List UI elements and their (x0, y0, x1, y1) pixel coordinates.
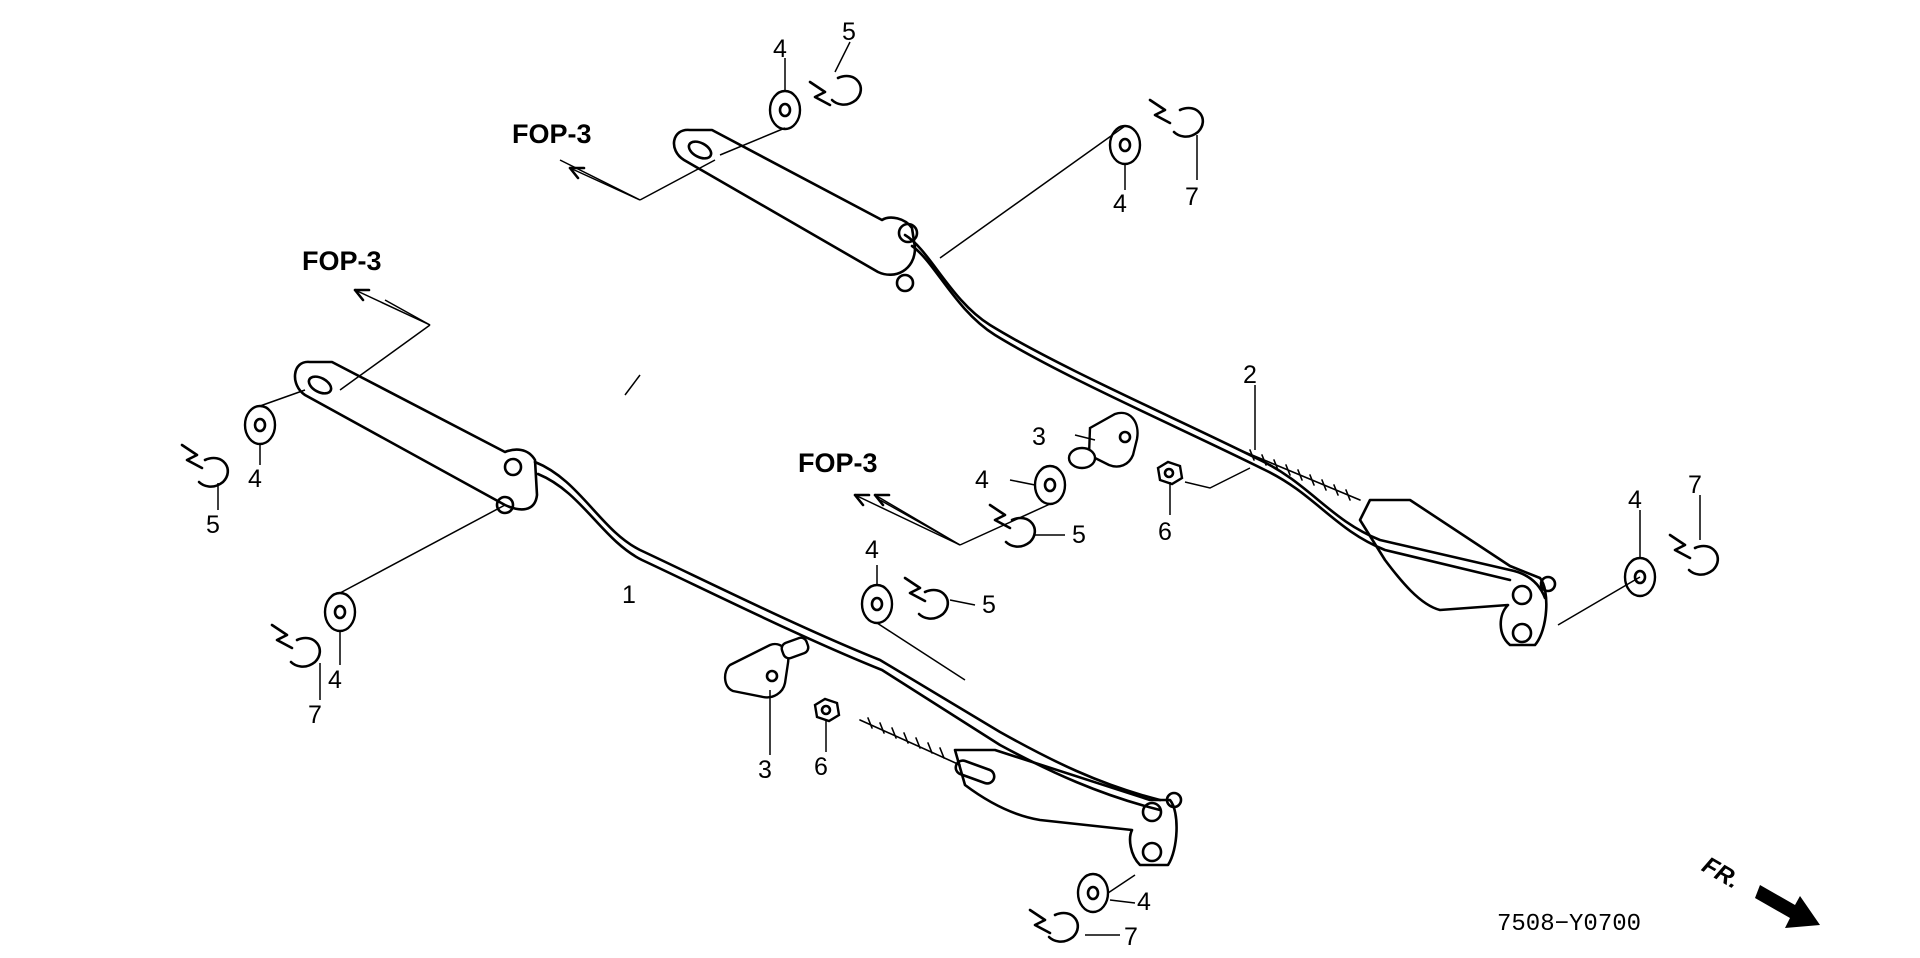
upper-end-hole-b (1511, 622, 1533, 644)
callout-4: 4 (1113, 190, 1127, 218)
washer-4h (1076, 872, 1110, 914)
clip-7d (1028, 908, 1080, 943)
callout-5: 5 (982, 591, 996, 619)
leader-lines (217, 41, 1701, 936)
callout-4: 4 (975, 466, 989, 494)
upper-arm-lower-hole (895, 273, 915, 293)
upper-rod (903, 233, 1547, 600)
callout-4: 4 (1628, 486, 1642, 514)
lower-arm-slot (307, 375, 333, 395)
fop-reference-label: FOP-3 (798, 448, 878, 478)
upper-arm-pivot-hole (897, 222, 919, 244)
upper-rod-inner (910, 244, 1512, 582)
clip-7c (1668, 533, 1720, 576)
callout-7: 7 (1185, 183, 1199, 211)
callout-5: 5 (842, 18, 856, 46)
upper-end-bracket (1358, 498, 1548, 647)
upper-arm-assembly (672, 128, 1557, 647)
lower-rod-inner (536, 472, 1162, 812)
callout-5: 5 (206, 511, 220, 539)
washer-4d (323, 591, 357, 633)
diagram-code: 7508−Y0700 (1497, 911, 1641, 938)
clip-5d (903, 576, 950, 620)
lower-arm-pivot-hole (503, 457, 523, 477)
upper-arm-slot (687, 140, 713, 160)
callout-3: 3 (1032, 423, 1046, 451)
callout-4: 4 (773, 35, 787, 63)
clip-7a (1148, 98, 1205, 138)
callout-5: 5 (1072, 521, 1086, 549)
callout-3: 3 (758, 756, 772, 784)
upper-end-pin (1539, 575, 1557, 593)
upper-end-hole-a (1511, 584, 1533, 606)
callout-7: 7 (1688, 471, 1702, 499)
upper-arm-plate (672, 128, 917, 277)
washer-4c (243, 404, 277, 446)
washer-4a (768, 89, 802, 131)
washer-4f (860, 583, 894, 625)
lower-rod (533, 460, 1162, 802)
lower-arm-pin (495, 495, 515, 515)
callout-1: 1 (622, 581, 636, 609)
lower-end-hole-b (1141, 841, 1163, 863)
callout-7: 7 (1124, 923, 1138, 951)
lower-end-bracket (953, 748, 1178, 867)
clip-5c (988, 503, 1037, 548)
washer-4b (1108, 124, 1142, 166)
callout-4: 4 (865, 536, 879, 564)
joint-3a (1067, 411, 1139, 470)
nut-6b (813, 697, 841, 723)
clip-5b (180, 443, 230, 488)
lower-bracket-slot (954, 759, 996, 785)
joint-3b (723, 636, 810, 699)
fop-reference-label: FOP-3 (302, 246, 382, 276)
callout-6: 6 (1158, 518, 1172, 546)
lower-thread-ticks (867, 717, 945, 759)
upper-thread-ticks (1249, 449, 1351, 501)
callout-4: 4 (248, 465, 262, 493)
callout-4: 4 (328, 666, 342, 694)
clip-7b (270, 623, 322, 668)
clip-5a (808, 74, 863, 107)
lower-thread (859, 719, 961, 766)
callout-4: 4 (1137, 888, 1151, 916)
lower-end-hole-a (1141, 801, 1163, 823)
lower-arm-plate (293, 360, 539, 511)
front-direction-arrow-icon (1755, 885, 1820, 928)
lower-end-pin (1165, 791, 1183, 809)
fop-reference-label: FOP-3 (512, 119, 592, 149)
callout-2: 2 (1243, 361, 1257, 389)
washer-4e (1033, 464, 1067, 506)
front-direction-label: FR. (1697, 852, 1744, 895)
callout-6: 6 (814, 753, 828, 781)
fop-arrows (353, 166, 961, 546)
nut-6a (1156, 460, 1184, 486)
callout-7: 7 (308, 701, 322, 729)
lower-arm-assembly (293, 360, 1183, 867)
